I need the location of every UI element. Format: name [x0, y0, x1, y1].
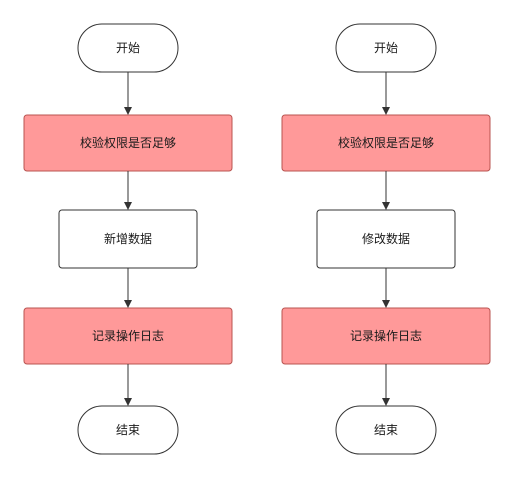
terminal-node-create-4	[77, 405, 179, 455]
node-label-update-1: 校验权限是否足够	[338, 135, 434, 150]
node-label-create-0: 开始	[116, 41, 140, 55]
node-label-update-0: 开始	[374, 41, 398, 55]
node-label-create-2: 新增数据	[104, 231, 152, 246]
node-label-create-1: 校验权限是否足够	[80, 135, 176, 150]
node-label-update-3: 记录操作日志	[350, 328, 422, 343]
node-label-create-4: 结束	[116, 423, 140, 437]
node-label-create-3: 记录操作日志	[92, 328, 164, 343]
node-label-update-2: 修改数据	[362, 231, 410, 246]
terminal-node-update-4	[335, 405, 437, 455]
flows-layer: 开始校验权限是否足够新增数据记录操作日志结束开始校验权限是否足够修改数据记录操作…	[23, 23, 491, 455]
node-label-update-4: 结束	[374, 423, 398, 437]
